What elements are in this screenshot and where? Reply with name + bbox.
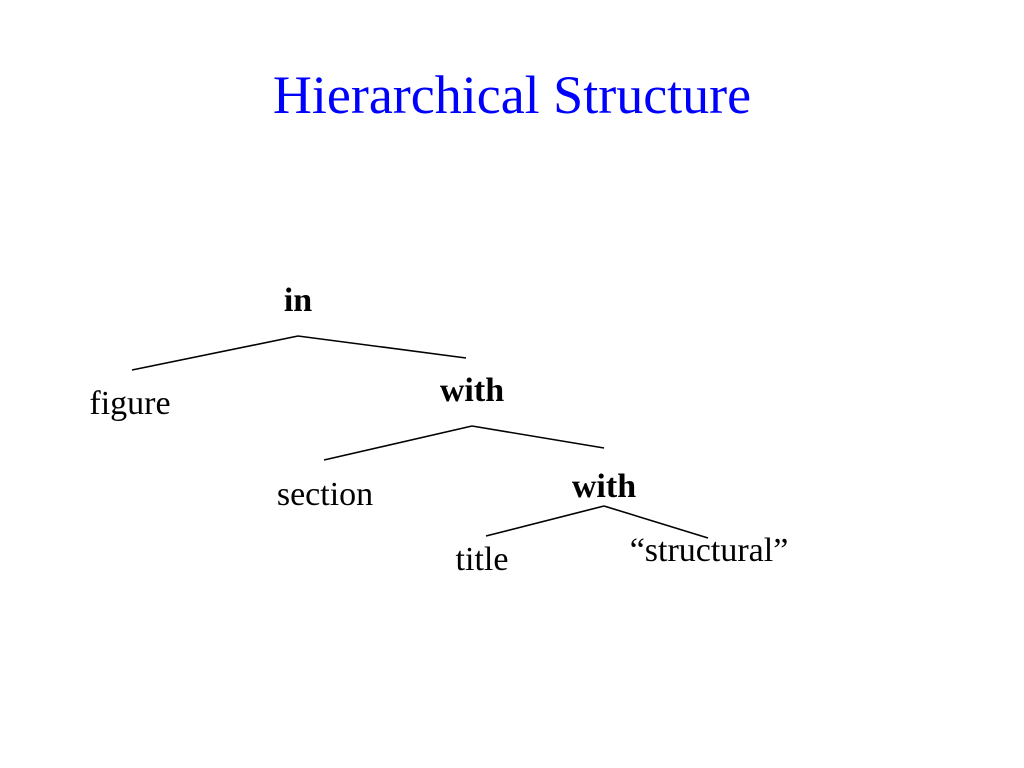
edge-with-structural (603, 505, 709, 539)
edge-with-section (323, 425, 473, 461)
node-structural: “structural” (630, 532, 789, 569)
node-figure: figure (89, 385, 170, 422)
edge-in-with (297, 335, 467, 359)
node-with-inner: with (572, 468, 636, 505)
node-with: with (440, 372, 504, 409)
node-title: title (456, 541, 509, 578)
edge-in-figure (131, 335, 299, 371)
edge-with-title (485, 505, 605, 537)
node-in: in (284, 282, 312, 319)
node-section: section (277, 476, 373, 513)
edge-with-with (471, 425, 605, 449)
slide-title: Hierarchical Structure (272, 65, 752, 125)
